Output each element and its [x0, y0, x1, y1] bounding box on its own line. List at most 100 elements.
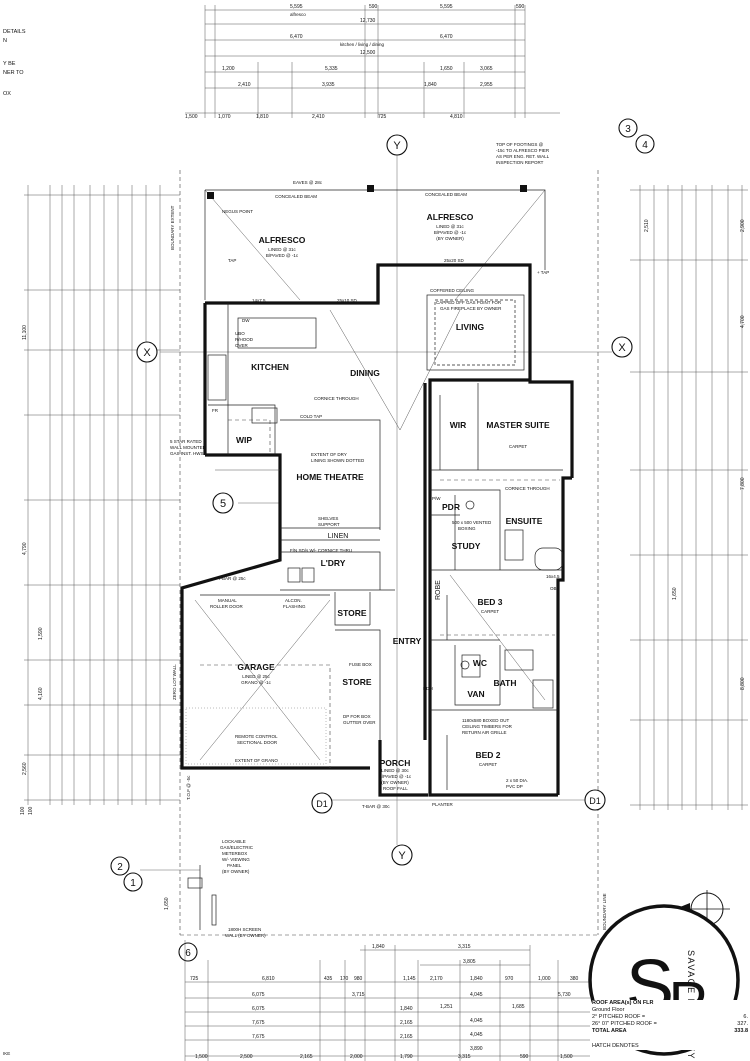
note: SHELVES: [318, 516, 338, 521]
room-laundry: L'DRY: [321, 558, 346, 568]
note: 500 x 500 VENTED: [452, 520, 492, 525]
svg-text:2: 2: [117, 862, 123, 873]
note: AS PER ENG. RET. WALL: [496, 154, 550, 159]
room-dining: DINING: [350, 368, 380, 378]
roof-area-legend: ROOF AREA(s) ON FLR Ground Floor 2° PITC…: [592, 1000, 748, 1050]
room-entry: ENTRY: [393, 636, 422, 646]
svg-text:1: 1: [130, 878, 136, 889]
note: UBO: [235, 331, 245, 336]
note: GAS FIREPLACE BY OWNER: [440, 306, 502, 311]
svg-text:5: 5: [220, 498, 226, 510]
dry-lining-extents: [200, 419, 560, 768]
grid-bubble-y-top: Y: [386, 134, 408, 156]
grid-bubble-3: 3: [618, 118, 638, 138]
dim-text: 4,160: [38, 687, 44, 700]
room-wir: WIR: [450, 420, 467, 430]
boundary-label-right: BOUNDARY LINE: [602, 893, 607, 930]
dim-text: 5,335: [325, 66, 338, 72]
note: WALL MOUNTED: [170, 445, 207, 450]
note: ALCON.: [285, 598, 302, 603]
dim-text: 3,715: [352, 992, 365, 998]
dim-text: 4,045: [470, 1032, 483, 1038]
boundary-lines: BOUNDARY EXTENT BOUNDARY LINE: [170, 170, 607, 936]
note: PVC DP: [506, 784, 523, 789]
legend-row-label: 26° 07' PITCHED ROOF =: [592, 1021, 657, 1027]
room-wc: WC: [473, 658, 487, 668]
note: + TAP: [537, 270, 549, 275]
note: 1180x580 BOXED OUT: [462, 718, 509, 723]
legend-row-label: TOTAL AREA: [592, 1028, 627, 1034]
dim-text: 590: [516, 4, 525, 10]
dim-text: 1,810: [256, 114, 269, 120]
room-sub: CARPET: [481, 609, 500, 614]
room-pdr: PDR: [442, 502, 460, 512]
room-alfresco-left: ALFRESCO: [259, 235, 306, 245]
dim-text: 2,165: [400, 1020, 413, 1026]
note: TAP: [228, 258, 236, 263]
dim-text: 1,840: [400, 1006, 413, 1012]
note: GUTTER OVER: [343, 720, 376, 725]
dim-text: 6,810: [262, 976, 275, 982]
dim-text: 2,000: [350, 1054, 363, 1060]
note: CORNICE THROUGH: [505, 486, 550, 491]
grid-bubble-d1-left: D1: [311, 792, 333, 814]
note: FR: [212, 408, 219, 413]
svg-text:X: X: [618, 342, 626, 354]
dim-text: 6,075: [252, 1006, 265, 1012]
room-master-suite: MASTER SUITE: [486, 420, 550, 430]
dim-text: 1,000: [538, 976, 551, 982]
grid-bubbles: Y Y X X D1 D1 1 2 3 4 5 6: [110, 118, 655, 962]
dim-text: 5,730: [558, 992, 571, 998]
note: DP FOR BOX: [343, 714, 371, 719]
dim-text: 1,500: [560, 1054, 573, 1060]
grid-bubble-1: 1: [123, 872, 143, 892]
note: OVER: [235, 343, 249, 348]
room-labels: ALFRESCO LINED @ 31c B/PAVED @ -1c ALFRE…: [236, 212, 550, 785]
dim-text: 2,170: [430, 976, 443, 982]
room-ensuite: ENSUITE: [506, 516, 543, 526]
svg-text:Y: Y: [398, 850, 406, 862]
dim-text: 1,790: [400, 1054, 413, 1060]
note: GAS/ELECTRIC: [220, 845, 254, 850]
grid-bubble-d1-right: D1: [584, 789, 606, 811]
dim-text: 100: [28, 806, 34, 815]
note: CAPPED OFF GAS POINT FOR: [436, 300, 502, 305]
grid-bubble-5: 5: [212, 492, 234, 514]
note: CORNICE THROUGH: [314, 396, 359, 401]
dim-text: 1,500: [195, 1054, 208, 1060]
dim-text: 3,315: [458, 1054, 471, 1060]
dim-text: 1,650: [164, 897, 170, 910]
dim-text: 725: [190, 976, 199, 982]
roof-hip-lines: [194, 309, 546, 761]
boundary-label-left: BOUNDARY EXTENT: [170, 205, 175, 250]
svg-text:D1: D1: [316, 799, 328, 809]
dim-text: 3,315: [458, 944, 471, 950]
dim-text: 2,900: [740, 219, 746, 232]
dim-text: 2,165: [300, 1054, 313, 1060]
dim-text: 970: [505, 976, 514, 982]
note: RDH: [423, 686, 433, 691]
external-walls: [180, 263, 574, 797]
left-edge-notes: DETAILS N Y BE NER TO OX: [3, 28, 26, 99]
dim-text: 1,685: [512, 1004, 525, 1010]
note: R/HOOD: [235, 337, 254, 342]
room-home-theatre: HOME THEATRE: [296, 472, 364, 482]
room-living: LIVING: [456, 322, 485, 332]
room-sub: LINED @ 31c: [268, 247, 296, 252]
dim-text: 4,810: [450, 114, 463, 120]
dim-text: 1,650: [440, 66, 453, 72]
dim-text: 6,470: [440, 34, 453, 40]
legend-row-label: 2° PITCHED ROOF =: [592, 1014, 646, 1020]
note: NEGUS POINT: [222, 209, 253, 214]
grid-bubble-4: 4: [635, 134, 655, 154]
room-sub: B/PAVED @ -1c: [379, 774, 412, 779]
room-store-upper: STORE: [337, 608, 366, 618]
room-store-lower: STORE: [342, 677, 371, 687]
legend-footer: HATCH DENOTES: [592, 1043, 639, 1049]
fixtures: [207, 294, 564, 709]
dim-text: 7,675: [252, 1034, 265, 1040]
dim-text: 980: [354, 976, 363, 982]
svg-text:4: 4: [642, 140, 648, 151]
note: F/N SD/s W/- CORNICE THRU: [290, 548, 352, 553]
room-porch: PORCH: [380, 758, 411, 768]
